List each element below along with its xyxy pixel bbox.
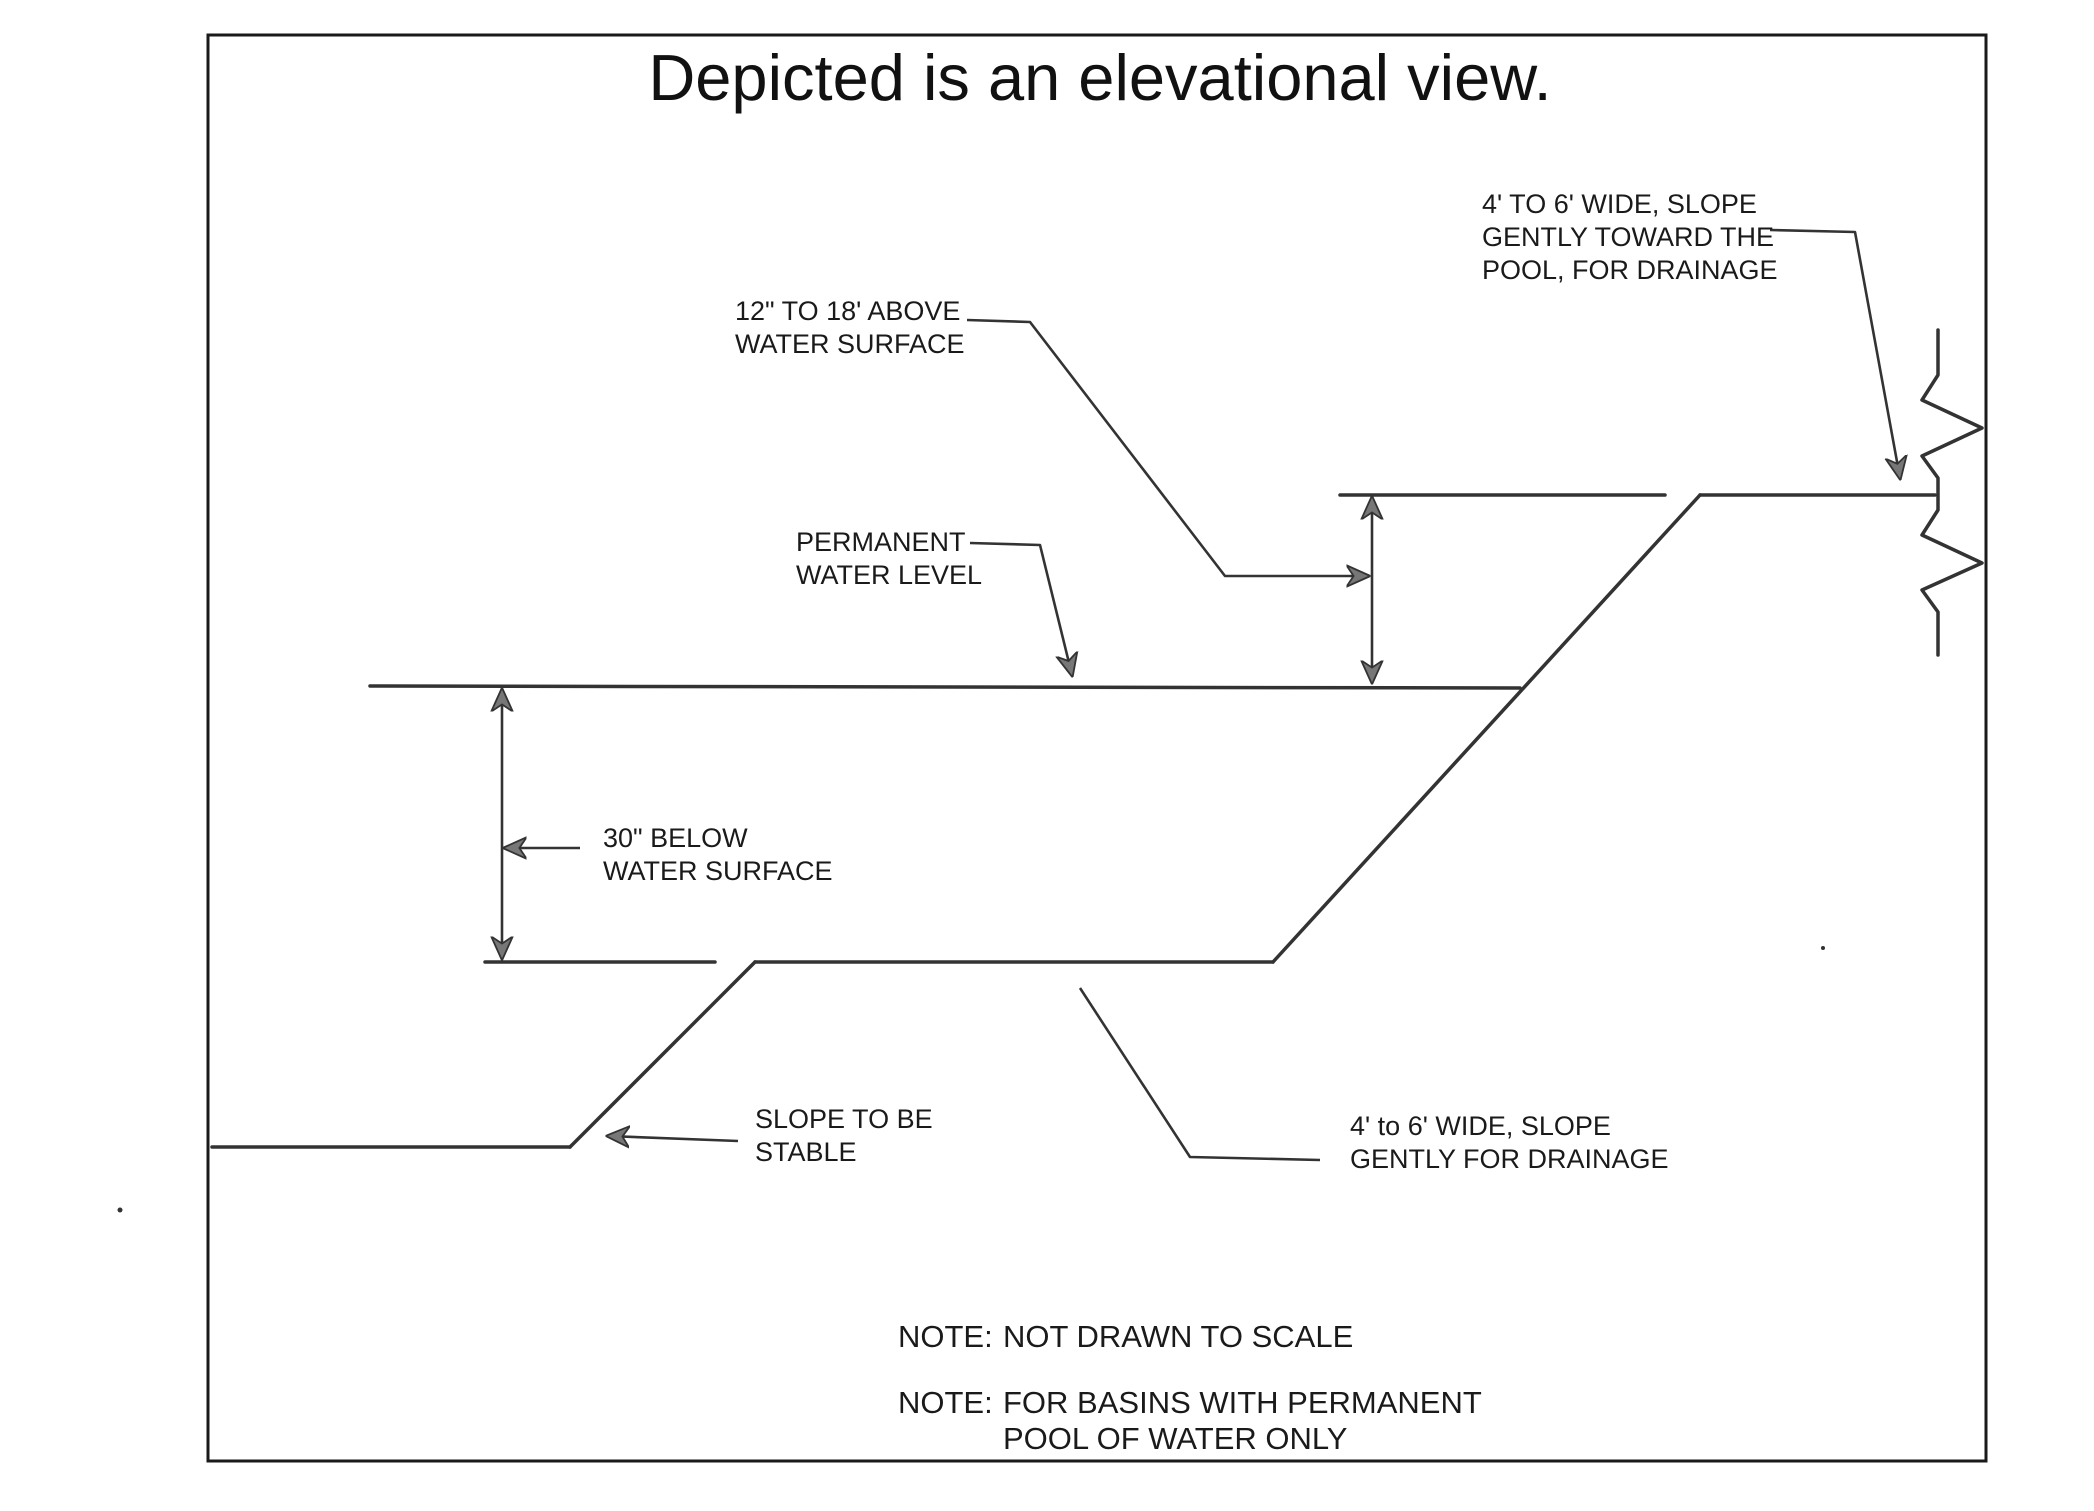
upper-side-slope xyxy=(1271,493,1702,964)
shelf-width-top-leader-arrow xyxy=(1769,228,1900,478)
below-water-line-2: WATER SURFACE xyxy=(603,856,833,886)
below-water-label: 30" BELOW WATER SURFACE xyxy=(603,823,833,886)
note-2-prefix: NOTE: xyxy=(898,1385,993,1420)
below-water-line-1: 30" BELOW xyxy=(603,823,748,853)
water-level-line-1: PERMANENT xyxy=(796,527,965,557)
shelf-width-top-line-2: GENTLY TOWARD THE xyxy=(1482,222,1774,252)
shelf-width-top-label: 4' TO 6' WIDE, SLOPE GENTLY TOWARD THE P… xyxy=(1482,189,1782,285)
lower-side-slope xyxy=(568,960,757,1149)
scan-speck xyxy=(117,1207,123,1213)
permanent-water-level-label: PERMANENT WATER LEVEL xyxy=(796,527,982,590)
shelf-width-top-line-1: 4' TO 6' WIDE, SLOPE xyxy=(1482,189,1757,219)
slope-stable-line-1: SLOPE TO BE xyxy=(755,1104,933,1134)
diagram-frame xyxy=(206,33,1988,1463)
slope-stable-label: SLOPE TO BE STABLE xyxy=(755,1104,940,1167)
slope-stable-line-2: STABLE xyxy=(755,1137,857,1167)
water-level-leader-arrow xyxy=(969,541,1072,675)
shelf-width-bottom-line-2: GENTLY FOR DRAINAGE xyxy=(1350,1144,1669,1174)
slope-stable-leader-arrow xyxy=(608,1136,739,1141)
break-line-icon xyxy=(1920,328,1984,657)
shelf-width-top-line-3: POOL, FOR DRAINAGE xyxy=(1482,255,1778,285)
permanent-water-level-line xyxy=(368,684,1522,690)
above-water-leader-arrow xyxy=(966,318,1368,576)
basin-profile xyxy=(210,493,1937,1149)
above-water-line-2: WATER SURFACE xyxy=(735,329,965,359)
diagram-title: Depicted is an elevational view. xyxy=(648,41,1551,114)
note-permanent-pool-line-2: POOL OF WATER ONLY xyxy=(1003,1421,1347,1456)
shelf-width-bottom-leader xyxy=(1078,987,1321,1162)
note-not-to-scale: NOT DRAWN TO SCALE xyxy=(1003,1319,1353,1354)
above-water-label: 12" TO 18' ABOVE WATER SURFACE xyxy=(735,296,968,359)
water-level-line-2: WATER LEVEL xyxy=(796,560,982,590)
note-permanent-pool: FOR BASINS WITH PERMANENT POOL OF WATER … xyxy=(1003,1385,1490,1456)
note-1-prefix: NOTE: xyxy=(898,1319,993,1354)
shelf-width-bottom-label: 4' to 6' WIDE, SLOPE GENTLY FOR DRAINAGE xyxy=(1350,1111,1669,1174)
above-water-line-1: 12" TO 18' ABOVE xyxy=(735,296,960,326)
shelf-width-bottom-line-1: 4' to 6' WIDE, SLOPE xyxy=(1350,1111,1611,1141)
note-permanent-pool-line-1: FOR BASINS WITH PERMANENT xyxy=(1003,1385,1482,1420)
scan-speck xyxy=(1821,946,1825,950)
